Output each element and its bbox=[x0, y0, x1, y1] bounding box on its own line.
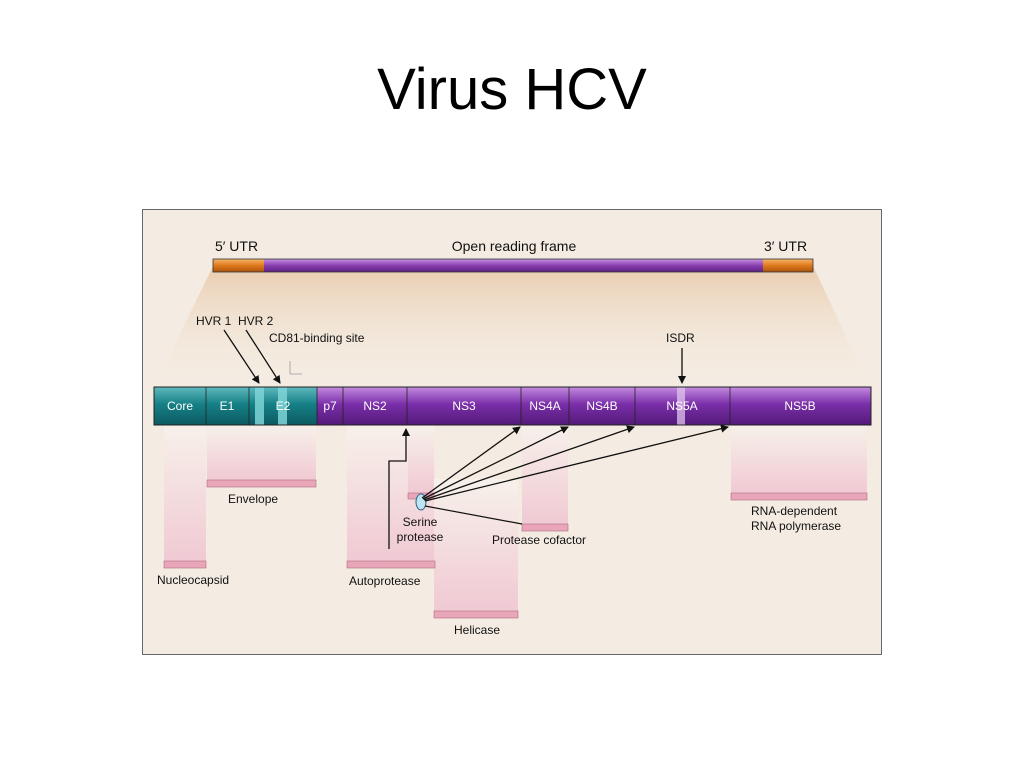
ns2-ns3-cleavage-arrow bbox=[388, 428, 410, 549]
segment-core bbox=[154, 387, 206, 425]
orf-expansion-shade bbox=[154, 266, 870, 387]
segment-ns4b bbox=[569, 387, 635, 425]
utr3-label: 3′ UTR bbox=[764, 238, 807, 254]
utr5-bar bbox=[213, 259, 264, 272]
hvr2-region bbox=[278, 387, 287, 425]
hcv-genome-figure: 5′ UTR Open reading frame 3′ UTR Core bbox=[142, 209, 882, 655]
segment-ns4a bbox=[521, 387, 569, 425]
segment-label-ns5b: NS5B bbox=[784, 399, 815, 413]
utr5-label: 5′ UTR bbox=[215, 238, 258, 254]
segment-label-p7: p7 bbox=[323, 399, 337, 413]
protease-cofactor-label: Protease cofactor bbox=[492, 533, 586, 547]
hvr1-arrow bbox=[223, 329, 260, 384]
cleavage-arrow-ns3-ns4a bbox=[421, 426, 521, 499]
segment-ns3 bbox=[407, 387, 521, 425]
hvr1-region bbox=[255, 387, 264, 425]
segment-label-core: Core bbox=[167, 399, 193, 413]
rdrp-label-line1: RNA-dependent bbox=[751, 504, 838, 518]
helicase-shade bbox=[434, 479, 518, 611]
segment-label-ns4a: NS4A bbox=[529, 399, 560, 413]
protease-cofactor-bar bbox=[521, 523, 569, 532]
rdrp-shade bbox=[731, 425, 867, 493]
isdr-region bbox=[677, 387, 685, 425]
segment-label-ns4b: NS4B bbox=[586, 399, 617, 413]
rdrp-bar bbox=[730, 492, 868, 501]
utr3-bar bbox=[763, 259, 813, 272]
segment-label-ns5a: NS5A bbox=[666, 399, 697, 413]
segment-e1 bbox=[206, 387, 249, 425]
protease-cleavage-node bbox=[415, 493, 427, 511]
orf-bar bbox=[264, 259, 763, 272]
autoprotease-bar bbox=[346, 560, 436, 569]
rdrp-label-line2: RNA polymerase bbox=[751, 519, 841, 533]
nucleocapsid-shade bbox=[164, 425, 206, 561]
nucleocapsid-label: Nucleocapsid bbox=[157, 573, 229, 587]
helicase-label: Helicase bbox=[454, 623, 500, 637]
envelope-shade bbox=[207, 425, 316, 480]
hvr2-label: HVR 2 bbox=[238, 314, 274, 328]
cleavage-arrow-ns4b-ns5a bbox=[423, 425, 635, 501]
envelope-label: Envelope bbox=[228, 492, 278, 506]
serine-protease-shade bbox=[408, 425, 434, 493]
envelope-bar bbox=[206, 479, 317, 488]
cd81-label: CD81-binding site bbox=[269, 331, 365, 345]
hcv-genome-diagram: 5′ UTR Open reading frame 3′ UTR Core bbox=[142, 209, 882, 655]
segment-label-ns2: NS2 bbox=[363, 399, 387, 413]
segment-label-e1: E1 bbox=[220, 399, 235, 413]
segment-label-e2: E2 bbox=[276, 399, 291, 413]
isdr-label: ISDR bbox=[666, 331, 695, 345]
orf-label: Open reading frame bbox=[452, 238, 577, 254]
autoprotease-label: Autoprotease bbox=[349, 574, 421, 588]
cleavage-arrow-ns5a-ns5b bbox=[424, 424, 729, 502]
genome-outline bbox=[212, 258, 814, 273]
cd81-leader bbox=[289, 361, 302, 375]
segment-ns2 bbox=[343, 387, 407, 425]
nucleocapsid-bar bbox=[163, 560, 207, 569]
hvr1-label: HVR 1 bbox=[196, 314, 232, 328]
segment-label-ns3: NS3 bbox=[452, 399, 476, 413]
cleavage-arrow-ns4a-ns4b bbox=[422, 426, 569, 500]
cofactor-connector bbox=[424, 505, 523, 525]
serine-protease-label-line1: Serine bbox=[403, 515, 438, 529]
segment-dividers bbox=[205, 387, 731, 425]
segment-ns5b bbox=[730, 387, 871, 425]
segment-p7 bbox=[317, 387, 343, 425]
slide-title: Virus HCV bbox=[377, 57, 647, 122]
serine-protease-label-line2: protease bbox=[397, 530, 444, 544]
hvr2-arrow bbox=[245, 329, 281, 384]
polyprotein-outline bbox=[153, 386, 872, 426]
helicase-bar bbox=[433, 610, 519, 619]
